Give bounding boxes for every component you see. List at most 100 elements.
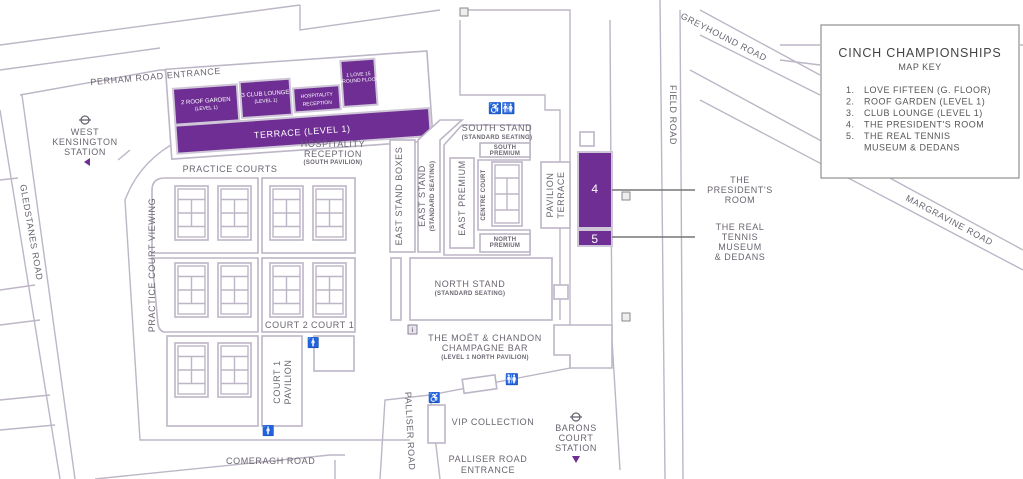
svg-text:THE REAL: THE REAL bbox=[716, 222, 765, 232]
gate-icon bbox=[621, 312, 631, 322]
svg-text:PAVILION: PAVILION bbox=[283, 360, 293, 405]
east-premium[interactable] bbox=[449, 157, 475, 249]
key-subtitle: MAP KEY bbox=[898, 62, 941, 72]
key-item-label: THE PRESIDENT'S ROOM bbox=[864, 120, 984, 130]
svg-text:BARONS: BARONS bbox=[555, 423, 597, 433]
key-item: 1. LOVE FIFTEEN (G. FLOOR) bbox=[846, 85, 991, 95]
practice-court bbox=[174, 342, 209, 398]
roof-garden-label: 2 ROOF GARDEN bbox=[181, 97, 231, 106]
svg-text:CHAMPAGNE BAR: CHAMPAGNE BAR bbox=[442, 343, 528, 353]
key-item-number: 3. bbox=[846, 108, 855, 118]
practice-court bbox=[312, 185, 347, 241]
practice-court bbox=[312, 262, 347, 318]
key-item: 3.CLUB LOUNGE (LEVEL 1) bbox=[846, 108, 982, 118]
hospitality-reception-block[interactable] bbox=[292, 84, 342, 114]
svg-text:ROOM: ROOM bbox=[725, 195, 755, 205]
club-lounge-block[interactable] bbox=[238, 77, 294, 120]
hospitality-building: 2 ROOF GARDEN (LEVEL 1) 3 CLUB LOUNGE (L… bbox=[164, 50, 435, 160]
north-stand[interactable] bbox=[409, 257, 553, 321]
pavilion-terrace[interactable] bbox=[540, 161, 571, 229]
accessible-icon: ♿ bbox=[428, 391, 440, 404]
svg-text:PALLISER ROAD: PALLISER ROAD bbox=[449, 454, 528, 464]
svg-text:PRACTICE COURTS: PRACTICE COURTS bbox=[183, 164, 278, 174]
key-item-label: ROOF GARDEN (LEVEL 1) bbox=[864, 97, 985, 107]
key-item-label: MUSEUM & DEDANS bbox=[864, 143, 960, 153]
svg-text:SOUTH STAND: SOUTH STAND bbox=[462, 123, 532, 133]
key-item-number: 4. bbox=[846, 120, 855, 130]
svg-text:STATION: STATION bbox=[555, 443, 597, 453]
svg-text:TENNIS: TENNIS bbox=[722, 232, 759, 242]
svg-text:STATION: STATION bbox=[64, 147, 106, 157]
svg-text:NORTH STAND: NORTH STAND bbox=[435, 279, 506, 289]
svg-text:COURT 1: COURT 1 bbox=[311, 320, 354, 330]
svg-text:(STANDARD SEATING): (STANDARD SEATING) bbox=[435, 291, 506, 297]
practice-court bbox=[174, 262, 209, 318]
svg-text:COURT 2: COURT 2 bbox=[265, 320, 308, 330]
love-fifteen-block[interactable] bbox=[339, 57, 379, 109]
key-item-number: 1. bbox=[846, 85, 855, 95]
key-item: 2. ROOF GARDEN (LEVEL 1) bbox=[846, 97, 985, 107]
svg-text:(SOUTH PAVILION): (SOUTH PAVILION) bbox=[304, 160, 363, 166]
east-stand-boxes[interactable] bbox=[389, 139, 416, 253]
club-lounge-label: 3 CLUB LOUNGE bbox=[241, 90, 289, 99]
practice-court bbox=[174, 185, 209, 241]
svg-text:& DEDANS: & DEDANS bbox=[715, 252, 766, 262]
key-item: MUSEUM & DEDANS bbox=[864, 143, 960, 153]
svg-text:(LEVEL 1): (LEVEL 1) bbox=[195, 105, 219, 113]
presidents-room-block[interactable] bbox=[577, 151, 613, 229]
svg-text:KENSINGTON: KENSINGTON bbox=[52, 137, 117, 147]
key-item-number: 2. bbox=[846, 97, 855, 107]
svg-text:CENTRE COURT: CENTRE COURT bbox=[481, 169, 487, 220]
practice-court bbox=[217, 342, 252, 398]
box-5-label: 5 bbox=[591, 232, 598, 246]
centre-court bbox=[491, 161, 523, 227]
svg-text:HOSPITALITY: HOSPITALITY bbox=[301, 139, 365, 149]
south-premium[interactable] bbox=[479, 142, 531, 158]
margravine-road-label: MARGRAVINE ROAD bbox=[904, 193, 995, 248]
svg-text:PREMIUM: PREMIUM bbox=[490, 243, 520, 249]
svg-text:WEST: WEST bbox=[71, 127, 99, 137]
accessible-toilets-icon: ♿🚻 bbox=[488, 102, 516, 115]
box-4-label: 4 bbox=[591, 182, 598, 196]
svg-text:i: i bbox=[412, 328, 414, 334]
practice-court bbox=[217, 262, 252, 318]
key-item: 5.THE REAL TENNIS bbox=[846, 131, 951, 141]
terrace-block[interactable] bbox=[174, 106, 432, 155]
svg-text:NORTH: NORTH bbox=[494, 237, 517, 243]
svg-text:PAVILION: PAVILION bbox=[545, 173, 555, 218]
svg-text:TERRACE: TERRACE bbox=[556, 171, 566, 218]
svg-text:RECEPTION: RECEPTION bbox=[304, 149, 362, 159]
comeragh-road-label: COMERAGH ROAD bbox=[226, 456, 315, 466]
key-item-label: LOVE FIFTEEN (G. FLOOR) bbox=[864, 85, 991, 95]
field-road-label: FIELD ROAD bbox=[668, 85, 678, 145]
key-title: CINCH CHAMPIONSHIPS bbox=[838, 46, 1001, 60]
key-item-label: THE REAL TENNIS bbox=[864, 131, 951, 141]
stadium: 4 5 bbox=[389, 20, 695, 444]
svg-text:EAST PREMIUM: EAST PREMIUM bbox=[457, 160, 467, 236]
svg-text:(LEVEL 1): (LEVEL 1) bbox=[254, 98, 278, 106]
svg-text:ENTRANCE: ENTRANCE bbox=[461, 465, 515, 475]
svg-text:PRACTICE COURT VIEWING: PRACTICE COURT VIEWING bbox=[147, 198, 157, 332]
toilets-icon: 🚻 bbox=[505, 373, 519, 386]
svg-text:VIP COLLECTION: VIP COLLECTION bbox=[452, 417, 535, 427]
svg-text:THE: THE bbox=[730, 175, 750, 185]
svg-text:COURT 1: COURT 1 bbox=[272, 360, 282, 403]
east-stand[interactable] bbox=[417, 119, 465, 253]
practice-courts-area bbox=[151, 161, 523, 427]
greyhound-road-label: GREYHOUND ROAD bbox=[679, 11, 769, 63]
svg-text:1 LOVE 15: 1 LOVE 15 bbox=[346, 71, 371, 79]
svg-text:PREMIUM: PREMIUM bbox=[490, 151, 520, 157]
svg-text:SOUTH: SOUTH bbox=[494, 145, 517, 151]
svg-text:(LEVEL 1 NORTH PAVILION): (LEVEL 1 NORTH PAVILION) bbox=[441, 355, 529, 361]
svg-text:HOSPITALITY: HOSPITALITY bbox=[301, 92, 334, 100]
svg-text:PRESIDENT'S: PRESIDENT'S bbox=[707, 185, 773, 195]
svg-text:RECEPTION: RECEPTION bbox=[303, 100, 333, 108]
north-premium[interactable] bbox=[479, 233, 531, 253]
gate-icon bbox=[459, 7, 469, 17]
practice-court bbox=[269, 262, 304, 318]
real-tennis-block[interactable] bbox=[577, 229, 613, 247]
direction-arrow-icon bbox=[84, 158, 90, 166]
toilet-icon: 🚹 bbox=[262, 424, 274, 437]
